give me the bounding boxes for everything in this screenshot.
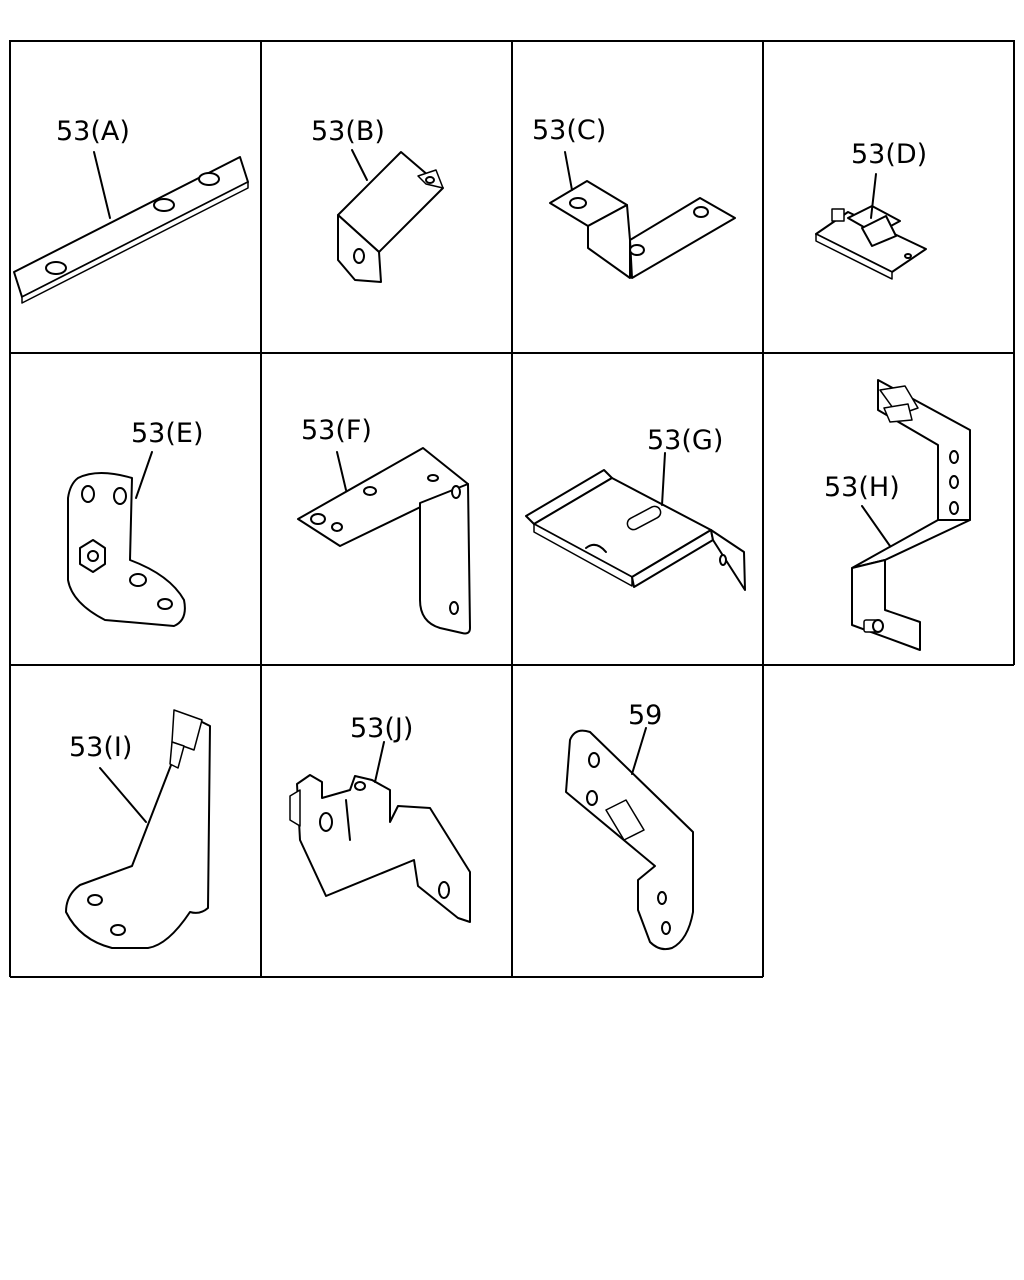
part-53e-l-bracket: 53(E) (67, 418, 203, 627)
callout-53a: 53(A) (56, 116, 130, 147)
part-59-window-bracket: 59 (565, 700, 694, 951)
part-53b-angle-bracket: 53(B) (311, 116, 444, 283)
callout-53b: 53(B) (311, 116, 385, 147)
part-53c-offset-bracket: 53(C) (532, 115, 736, 279)
callout-53e: 53(E) (131, 418, 203, 449)
cell-grid (9, 40, 1015, 978)
callout-53i: 53(I) (69, 732, 132, 763)
callout-53j: 53(J) (350, 713, 413, 744)
part-53j-formed-bracket: 53(J) (289, 713, 471, 923)
part-53h-z-bracket: 53(H) (824, 379, 971, 651)
part-53f-l-bracket: 53(F) (297, 415, 471, 635)
callout-53h: 53(H) (824, 472, 900, 503)
callout-53g: 53(G) (647, 425, 723, 456)
part-53i-tall-bracket: 53(I) (65, 709, 211, 949)
part-53g-channel-bracket: 53(G) (525, 425, 746, 591)
part-53d-tab-plate: 53(D) (815, 139, 927, 280)
part-53a-flat-bar: 53(A) (13, 116, 249, 304)
callout-53d: 53(D) (851, 139, 927, 170)
callout-59: 59 (628, 700, 662, 731)
callout-53f: 53(F) (301, 415, 372, 446)
callout-53c: 53(C) (532, 115, 606, 146)
